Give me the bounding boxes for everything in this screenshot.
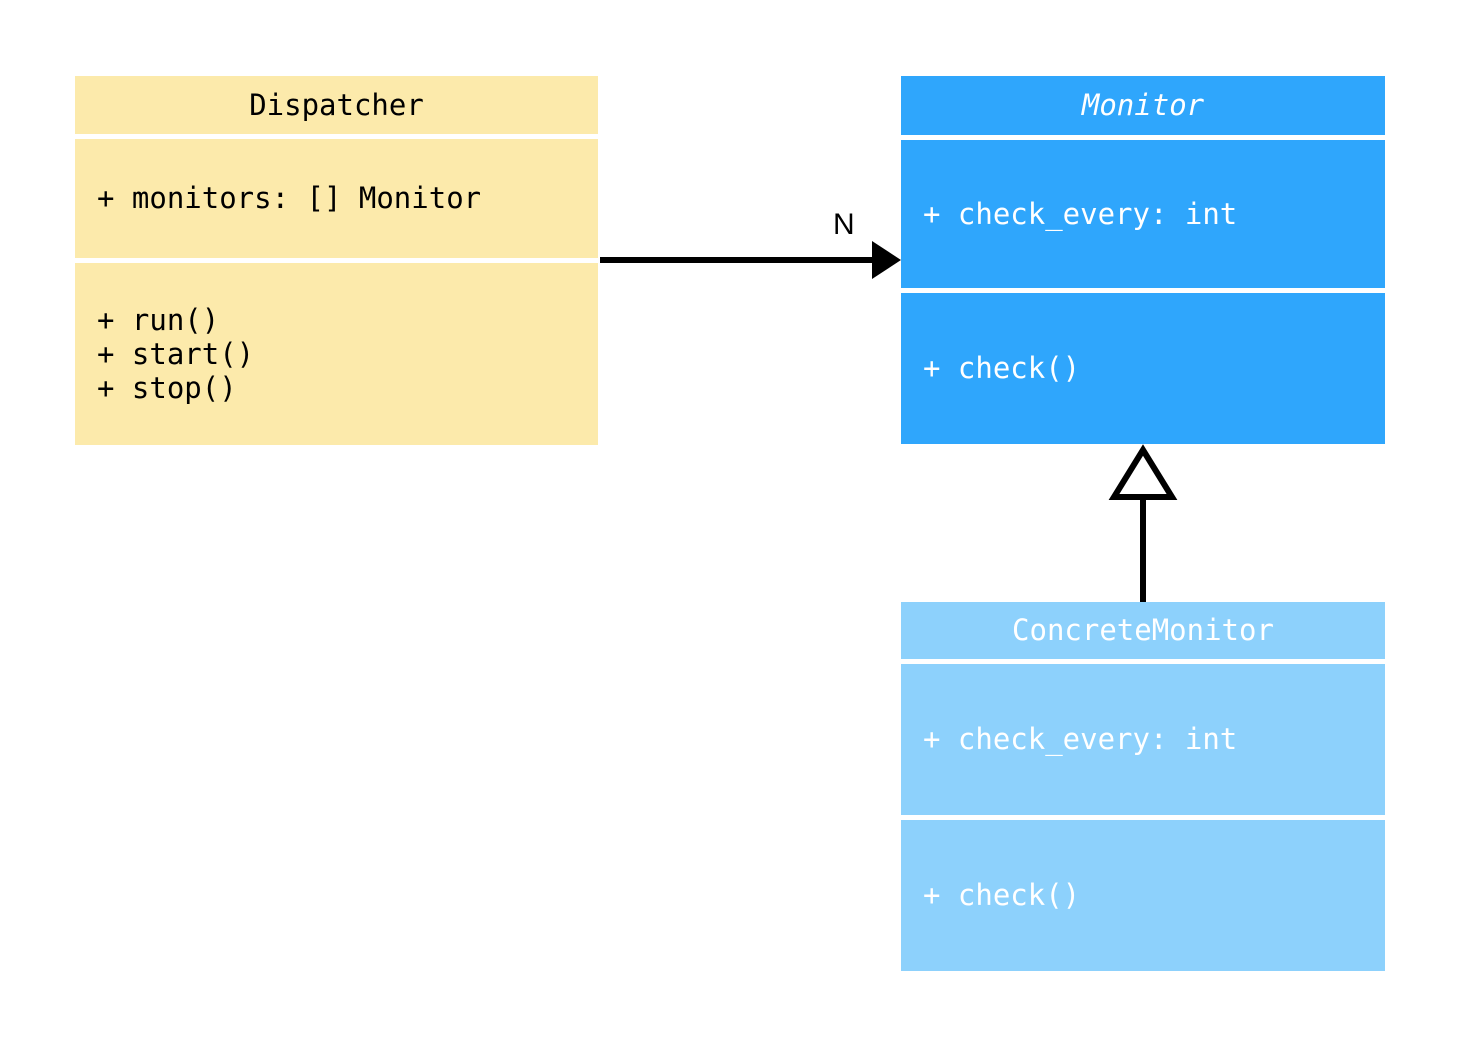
association-dispatcher-monitor <box>600 241 901 279</box>
method-row: + check() <box>923 351 1081 386</box>
class-header-concrete-monitor: ConcreteMonitor <box>901 602 1385 659</box>
method-row: + check() <box>923 878 1081 913</box>
association-multiplicity-label: N <box>833 208 855 241</box>
compartment-divider <box>901 659 1385 664</box>
class-box-dispatcher[interactable]: Dispatcher + monitors: [] Monitor + run(… <box>75 76 598 445</box>
class-name-monitor: Monitor <box>1081 88 1205 123</box>
method-row: + run() <box>97 302 220 337</box>
class-attributes-monitor: + check_every: int <box>901 140 1385 288</box>
class-name-dispatcher: Dispatcher <box>249 87 424 122</box>
compartment-divider <box>901 135 1385 140</box>
class-header-monitor: Monitor <box>901 76 1385 135</box>
class-header-dispatcher: Dispatcher <box>75 76 598 134</box>
method-row: + start() <box>97 336 255 371</box>
class-methods-dispatcher: + run() + start() + stop() <box>75 263 598 445</box>
filled-arrowhead-icon <box>872 241 901 279</box>
class-methods-monitor: + check() <box>901 293 1385 444</box>
attribute-row: + monitors: [] Monitor <box>97 181 482 216</box>
compartment-divider <box>75 258 598 263</box>
method-row: + stop() <box>97 371 237 406</box>
class-box-monitor[interactable]: Monitor + check_every: int + check() <box>901 76 1385 444</box>
class-methods-concrete-monitor: + check() <box>901 820 1385 971</box>
class-attributes-dispatcher: + monitors: [] Monitor <box>75 139 598 258</box>
generalization-concrete-monitor <box>1108 444 1178 602</box>
attribute-row: + check_every: int <box>923 196 1238 231</box>
compartment-divider <box>75 134 598 139</box>
hollow-triangle-arrowhead-icon <box>1108 444 1178 500</box>
attribute-row: + check_every: int <box>923 722 1238 757</box>
class-box-concrete-monitor[interactable]: ConcreteMonitor + check_every: int + che… <box>901 602 1385 971</box>
class-name-concrete-monitor: ConcreteMonitor <box>1012 613 1274 648</box>
compartment-divider <box>901 815 1385 820</box>
compartment-divider <box>901 288 1385 293</box>
class-attributes-concrete-monitor: + check_every: int <box>901 664 1385 815</box>
